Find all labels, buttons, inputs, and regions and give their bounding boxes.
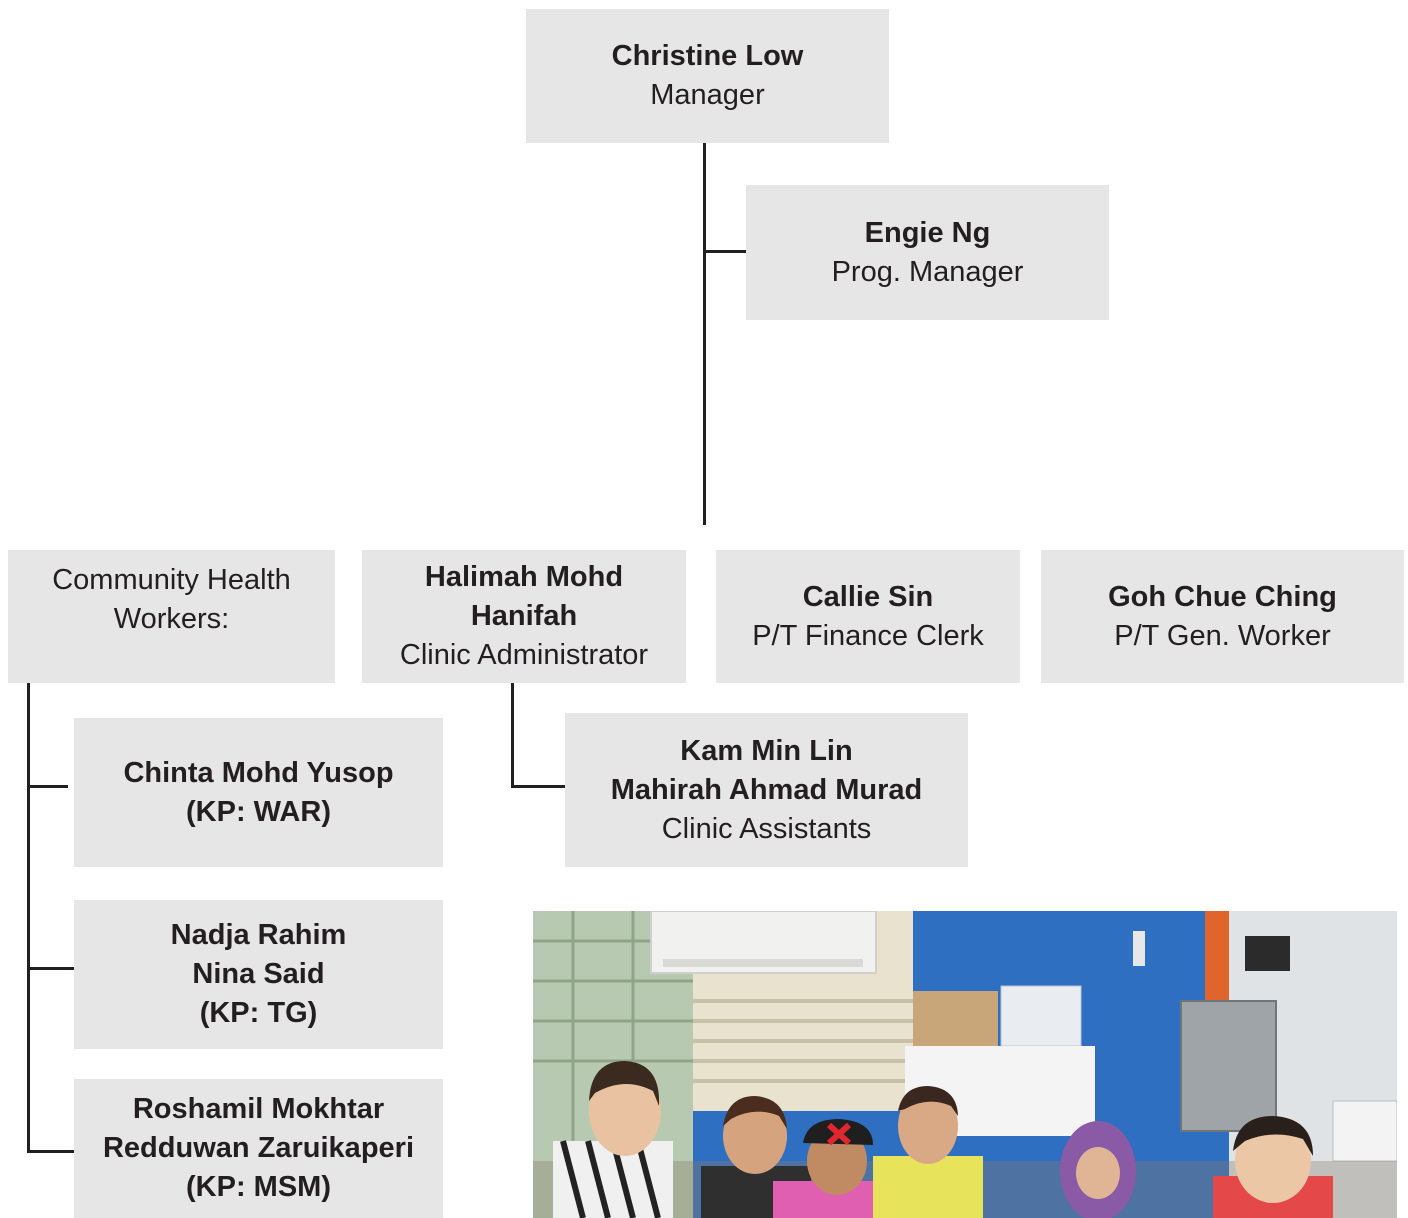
chw-header-line2: Workers:	[113, 603, 230, 635]
prog-manager-name: Engie Ng	[864, 216, 991, 249]
branch-chw-tg	[30, 967, 74, 970]
chw-msm-box: Roshamil Mokhtar Redduwan Zaruikaperi (K…	[74, 1079, 443, 1218]
chw-tg-area: (KP: TG)	[199, 997, 318, 1029]
manager-box: Christine Low Manager	[526, 9, 889, 143]
chw-vertical-line	[27, 683, 30, 1153]
clinic-assistant-name-2: Mahirah Ahmad Murad	[610, 773, 923, 806]
chw-war-name: Chinta Mohd Yusop	[123, 756, 394, 789]
clinic-admin-name-1: Halimah Mohd	[424, 561, 624, 593]
branch-chw-msm	[30, 1150, 74, 1153]
clinic-admin-name-2: Hanifah	[470, 600, 578, 632]
chw-header-line1: Community Health	[52, 564, 291, 596]
chw-msm-area: (KP: MSM)	[186, 1171, 331, 1203]
clinic-admin-box: Halimah Mohd Hanifah Clinic Administrato…	[362, 550, 686, 683]
gen-worker-box: Goh Chue Ching P/T Gen. Worker	[1041, 550, 1404, 683]
finance-clerk-name: Callie Sin	[802, 580, 934, 613]
clinic-assistants-role: Clinic Assistants	[661, 812, 872, 845]
gen-worker-name: Goh Chue Ching	[1108, 580, 1337, 613]
team-photo	[533, 911, 1397, 1218]
prog-manager-role: Prog. Manager	[831, 255, 1024, 288]
clinic-admin-role: Clinic Administrator	[399, 639, 649, 671]
finance-clerk-role: P/T Finance Clerk	[752, 619, 984, 652]
branch-prog-manager	[706, 250, 746, 253]
clinic-assistants-box: Kam Min Lin Mahirah Ahmad Murad Clinic A…	[565, 713, 968, 867]
chw-tg-box: Nadja Rahim Nina Said (KP: TG)	[74, 900, 443, 1049]
chw-war-box: Chinta Mohd Yusop (KP: WAR)	[74, 718, 443, 867]
branch-chw-war	[30, 785, 68, 788]
trunk-line	[703, 143, 706, 525]
manager-role: Manager	[650, 79, 765, 111]
branch-clinic-assistants	[514, 785, 565, 788]
manager-name: Christine Low	[611, 40, 804, 72]
chw-tg-name-1: Nadja Rahim	[170, 919, 347, 951]
prog-manager-box: Engie Ng Prog. Manager	[746, 185, 1109, 320]
clinic-assistant-name-1: Kam Min Lin	[680, 734, 853, 767]
chw-msm-name-2: Redduwan Zaruikaperi	[102, 1132, 414, 1164]
gen-worker-role: P/T Gen. Worker	[1114, 619, 1331, 652]
finance-clerk-box: Callie Sin P/T Finance Clerk	[716, 550, 1020, 683]
chw-tg-name-2: Nina Said	[192, 958, 325, 990]
admin-vertical-line	[511, 683, 514, 788]
chw-header-box: Community Health Workers:	[8, 550, 335, 683]
chw-war-area: (KP: WAR)	[186, 795, 331, 828]
chw-msm-name-1: Roshamil Mokhtar	[132, 1093, 385, 1125]
